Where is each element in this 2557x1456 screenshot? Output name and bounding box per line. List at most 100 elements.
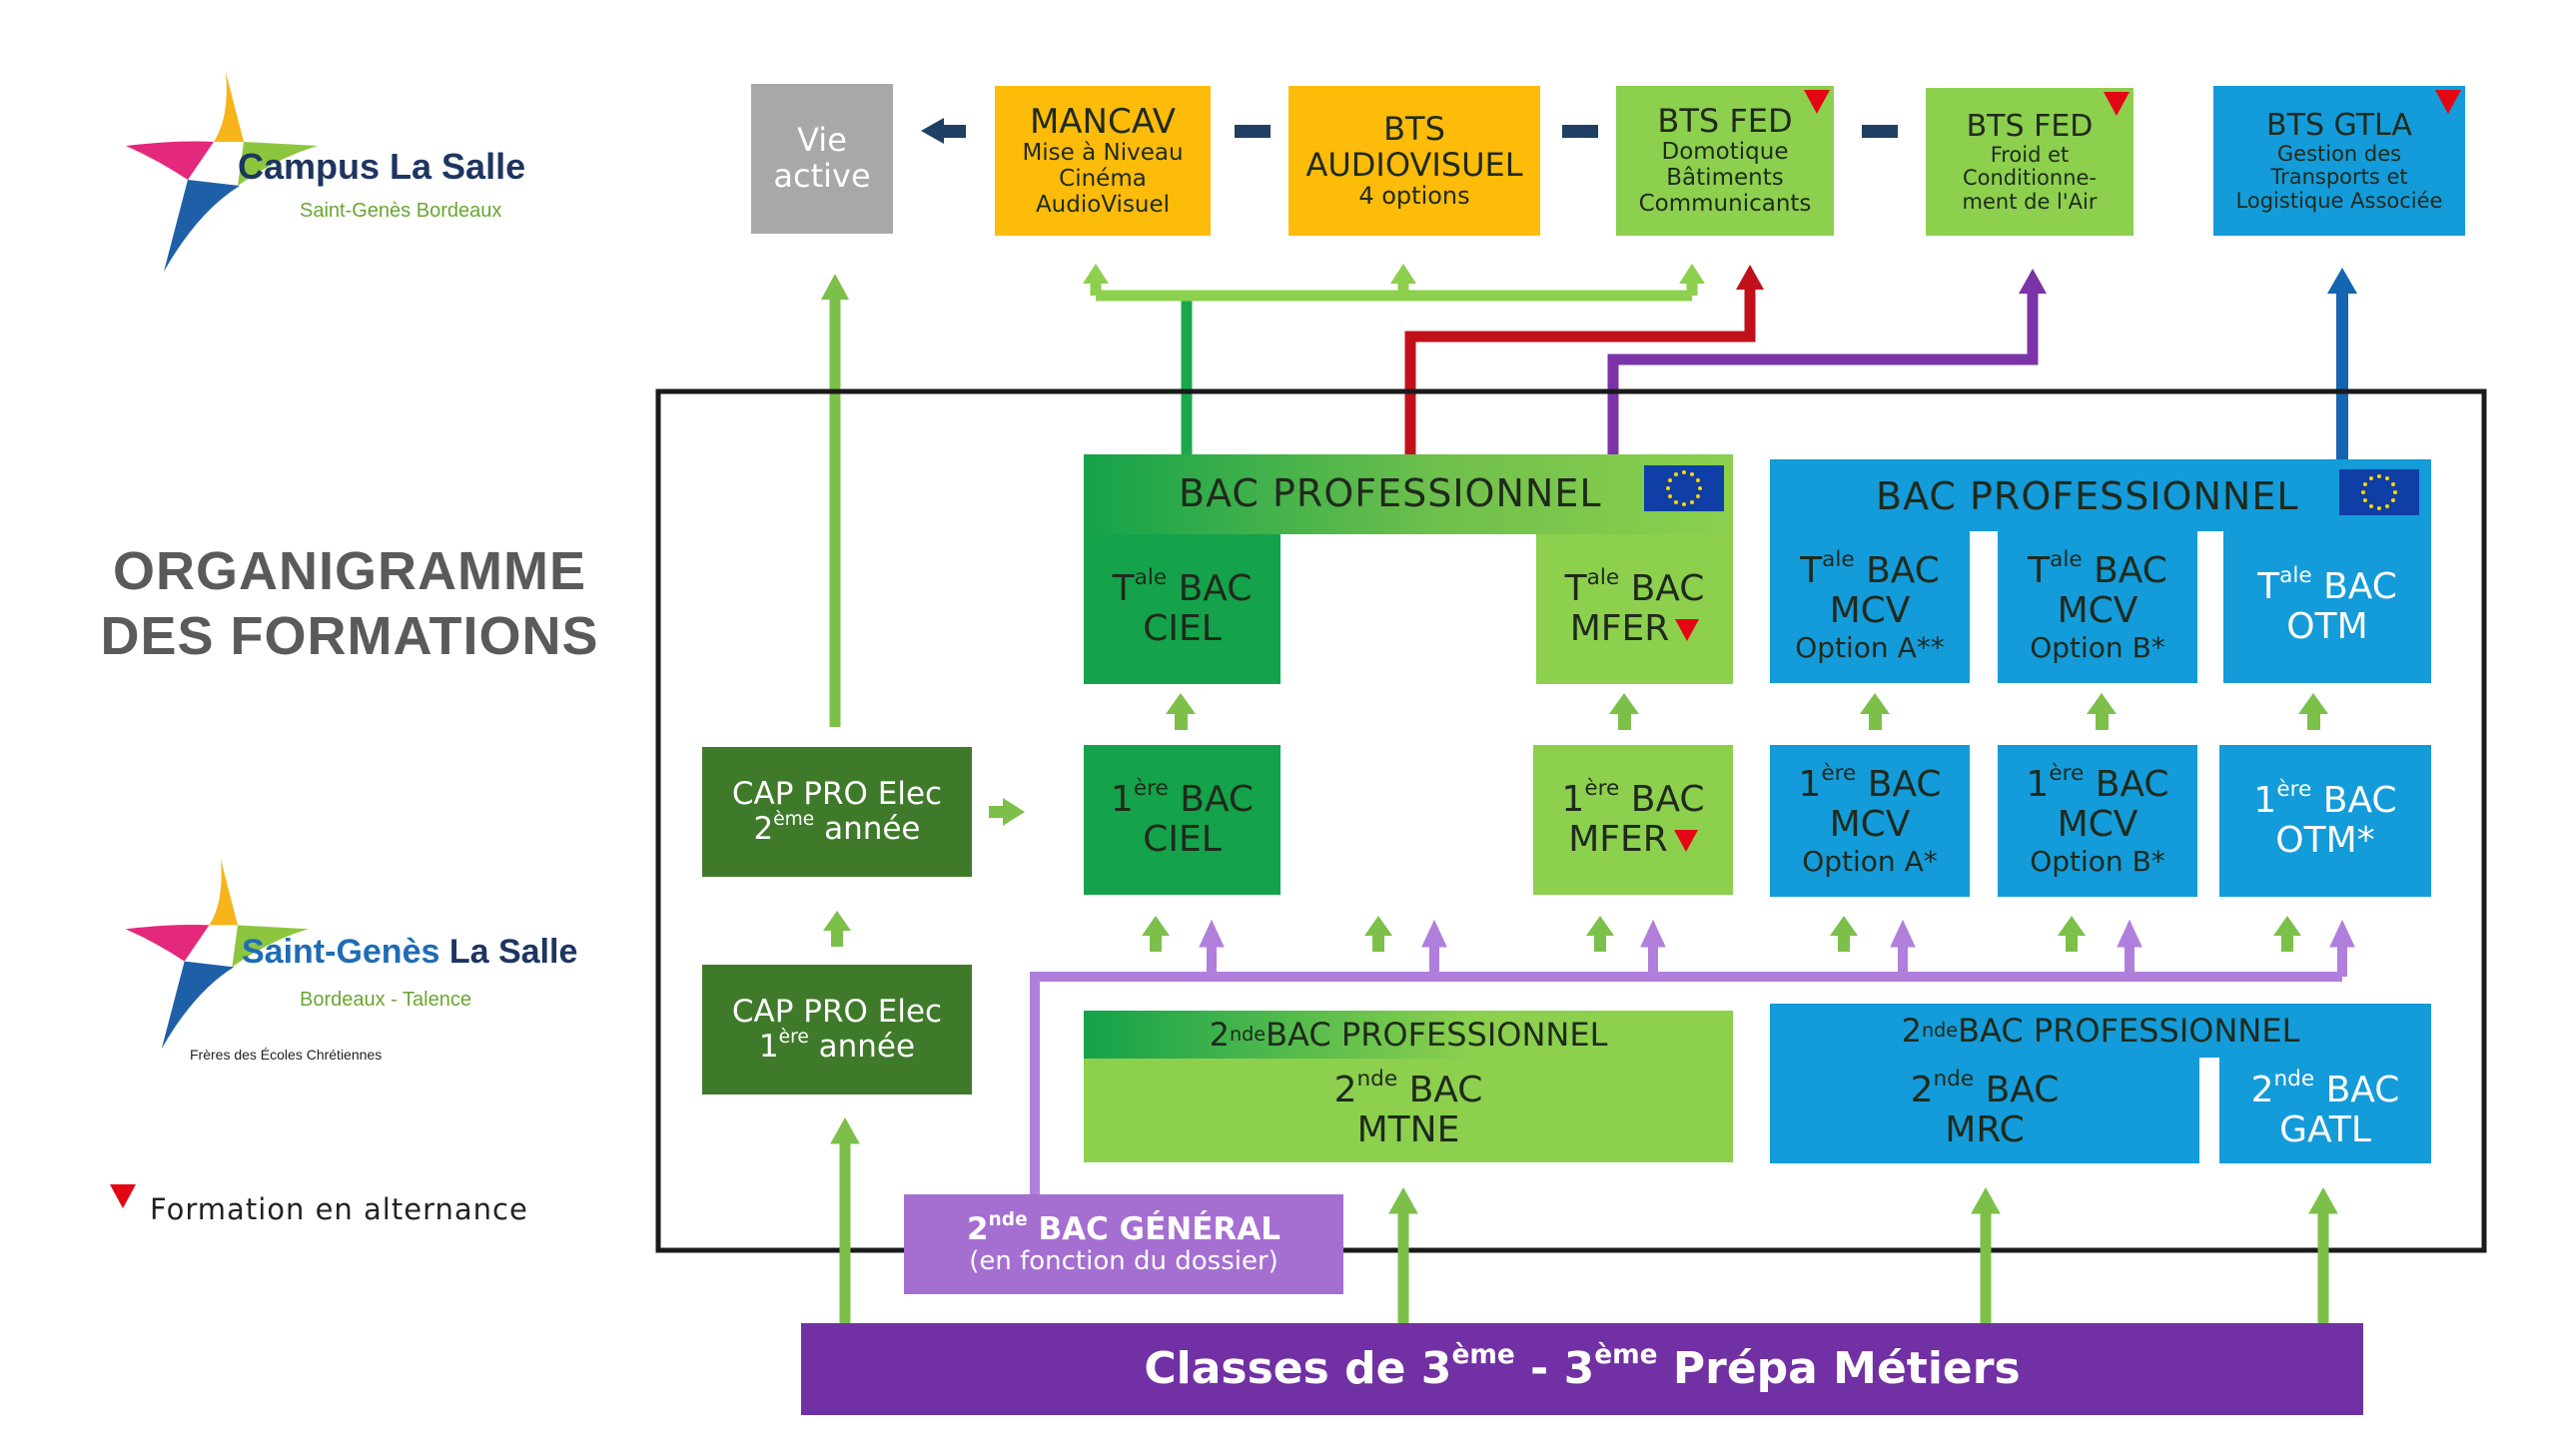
bac-general-l1: 2nde BAC GÉNÉRAL <box>966 1209 1281 1248</box>
btsfed2-l1: BTS FED <box>1966 108 2094 144</box>
arrow-up-purple-icon <box>2019 269 2047 294</box>
tale-mfer-l2: MFER <box>1570 608 1700 649</box>
eu-flag-icon <box>1644 465 1724 511</box>
cap2-l1: CAP PRO Elec <box>731 776 943 813</box>
alternance-icon <box>1804 90 1830 114</box>
arrow-up-vie-icon <box>821 274 849 300</box>
arrow-up-red-icon <box>1736 265 1764 290</box>
legend-red-triangle-icon <box>110 1184 136 1208</box>
premiere-otm-l1: 1ère BAC <box>2253 776 2397 821</box>
seconde-blue-divider <box>2199 1058 2219 1163</box>
seconde-mrc: 2nde BAC MRC <box>1770 1058 2199 1163</box>
btsav-l1: BTS <box>1383 109 1445 148</box>
logo2-name: Saint-Genès La Salle <box>242 933 577 972</box>
premiere-mcv-b-l3: Option B* <box>2030 844 2165 878</box>
tale-mcv-b-l2: MCV <box>2057 590 2138 632</box>
tale-ciel-l1: Tale BAC <box>1112 564 1253 609</box>
btsfed1-l1: BTS FED <box>1657 102 1793 141</box>
cap1-l1: CAP PRO Elec <box>731 994 943 1031</box>
separator-2 <box>1562 125 1598 138</box>
box-tale-mcv-a: Tale BAC MCV Option A** <box>1770 531 1970 683</box>
green-block-header: BAC PROFESSIONNEL <box>1179 471 1602 515</box>
seconde-mrc-l2: MRC <box>1945 1109 2025 1150</box>
footer-text: Classes de 3ème - 3ème Prépa Métiers <box>1144 1339 2021 1395</box>
green-block-header-bg <box>1084 454 1733 534</box>
logo-campus-la-salle: Campus La Salle Saint-Genès Bordeaux <box>118 62 537 282</box>
star-logo-icon <box>126 72 318 272</box>
premiere-mfer-l2: MFER <box>1568 819 1698 860</box>
arrow-up-btsfed-icon <box>1679 264 1705 284</box>
box-premiere-mfer: 1ère BAC MFER <box>1533 745 1733 895</box>
title-line1: ORGANIGRAMME <box>113 541 586 601</box>
separator-3 <box>1862 125 1898 138</box>
box-bac-general: 2nde BAC GÉNÉRAL (en fonction du dossier… <box>904 1194 1343 1294</box>
box-tale-mcv-b: Tale BAC MCV Option B* <box>1998 531 2197 683</box>
mancav-l4: AudioVisuel <box>1035 191 1171 218</box>
logo-saint-genes: Saint-Genès La Salle Bordeaux - Talence … <box>118 849 587 1069</box>
btsgtla-l4: Logistique Associée <box>2235 188 2443 213</box>
btsgtla-l3: Transports et <box>2270 165 2408 190</box>
bac-general-l2: (en fonction du dossier) <box>969 1245 1278 1276</box>
seconde-mtne-body: 2nde BAC MTNE <box>1084 1059 1733 1162</box>
premiere-otm-l2: OTM* <box>2275 820 2375 861</box>
premiere-mcv-b-l2: MCV <box>2057 804 2138 846</box>
vie-line2: active <box>773 157 871 195</box>
legend-text: Formation en alternance <box>150 1192 528 1226</box>
btsav-l2: AUDIOVISUEL <box>1305 145 1523 184</box>
box-vie-active: Vie active <box>751 84 893 234</box>
mancav-l3: Cinéma <box>1059 166 1147 193</box>
box-premiere-mcv-b: 1ère BAC MCV Option B* <box>1998 745 2197 897</box>
arrow-up-mancav-icon <box>1083 264 1109 284</box>
box-cap-1ere: CAP PRO Elec 1ère année <box>702 965 972 1094</box>
arrow-up-btsav-icon <box>1390 264 1416 284</box>
btsfed1-l3: Bâtiments <box>1666 165 1784 192</box>
box-premiere-ciel: 1ère BAC CIEL <box>1084 745 1280 895</box>
main-frame <box>655 388 2487 1253</box>
line-red <box>1404 285 1756 454</box>
cap1-l2: 1ère année <box>758 1027 916 1065</box>
box-tale-ciel: Tale BAC CIEL <box>1084 534 1280 684</box>
box-mancav: MANCAV Mise à Niveau Cinéma AudioVisuel <box>995 86 1211 236</box>
logo1-name: Campus La Salle <box>238 146 526 187</box>
page-title: ORGANIGRAMME DES FORMATIONS <box>90 539 609 669</box>
seconde-mtne-l2: MTNE <box>1356 1109 1460 1150</box>
blue-block-header-bg <box>1770 459 2431 531</box>
star-logo-2-icon <box>125 858 309 1050</box>
mancav-l2: Mise à Niveau <box>1022 140 1184 167</box>
tale-mcv-b-l1: Tale BAC <box>2028 546 2167 591</box>
small-arrows-green <box>823 693 2328 952</box>
box-premiere-otm: 1ère BAC OTM* <box>2219 745 2431 897</box>
alternance-icon <box>1675 619 1700 641</box>
alternance-icon <box>2435 90 2461 114</box>
premiere-mfer-l1: 1ère BAC <box>1561 775 1705 820</box>
box-tale-otm: Tale BAC OTM <box>2223 531 2431 683</box>
line-purple-top <box>1607 290 2039 454</box>
btsfed2-l4: ment de l'Air <box>1962 189 2098 214</box>
btsfed2-l3: Conditionne- <box>1962 166 2098 191</box>
cap2-l2: 2ème année <box>753 809 921 847</box>
seconde-gatl-l2: GATL <box>2279 1109 2371 1150</box>
tale-otm-l1: Tale BAC <box>2257 562 2397 607</box>
seconde-mrc-l1: 2nde BAC <box>1910 1066 2060 1110</box>
logo1-sub: Saint-Genès Bordeaux <box>300 200 502 222</box>
blue-block-header: BAC PROFESSIONNEL <box>1876 474 2299 518</box>
box-bts-gtla: BTS GTLA Gestion des Transports et Logis… <box>2213 86 2465 236</box>
logo2-sub: Bordeaux - Talence <box>300 989 471 1011</box>
eu-flag-icon <box>2339 469 2419 515</box>
tale-mcv-b-l3: Option B* <box>2030 630 2165 664</box>
premiere-mcv-a-l1: 1ère BAC <box>1798 760 1942 805</box>
premiere-mcv-a-l3: Option A* <box>1802 844 1938 878</box>
tale-otm-l2: OTM <box>2286 606 2368 647</box>
seconde-gatl-l1: 2nde BAC <box>2250 1066 2400 1110</box>
btsgtla-l2: Gestion des <box>2276 141 2402 166</box>
tale-mcv-a-l2: MCV <box>1829 590 1911 632</box>
btsfed2-l2: Froid et <box>1990 142 2070 167</box>
btsgtla-l1: BTS GTLA <box>2266 107 2412 143</box>
box-bts-fed-froid: BTS FED Froid et Conditionne- ment de l'… <box>1926 88 2133 236</box>
premiere-mcv-b-l1: 1ère BAC <box>2026 760 2169 805</box>
footer-classes-3eme: Classes de 3ème - 3ème Prépa Métiers <box>801 1323 2363 1415</box>
